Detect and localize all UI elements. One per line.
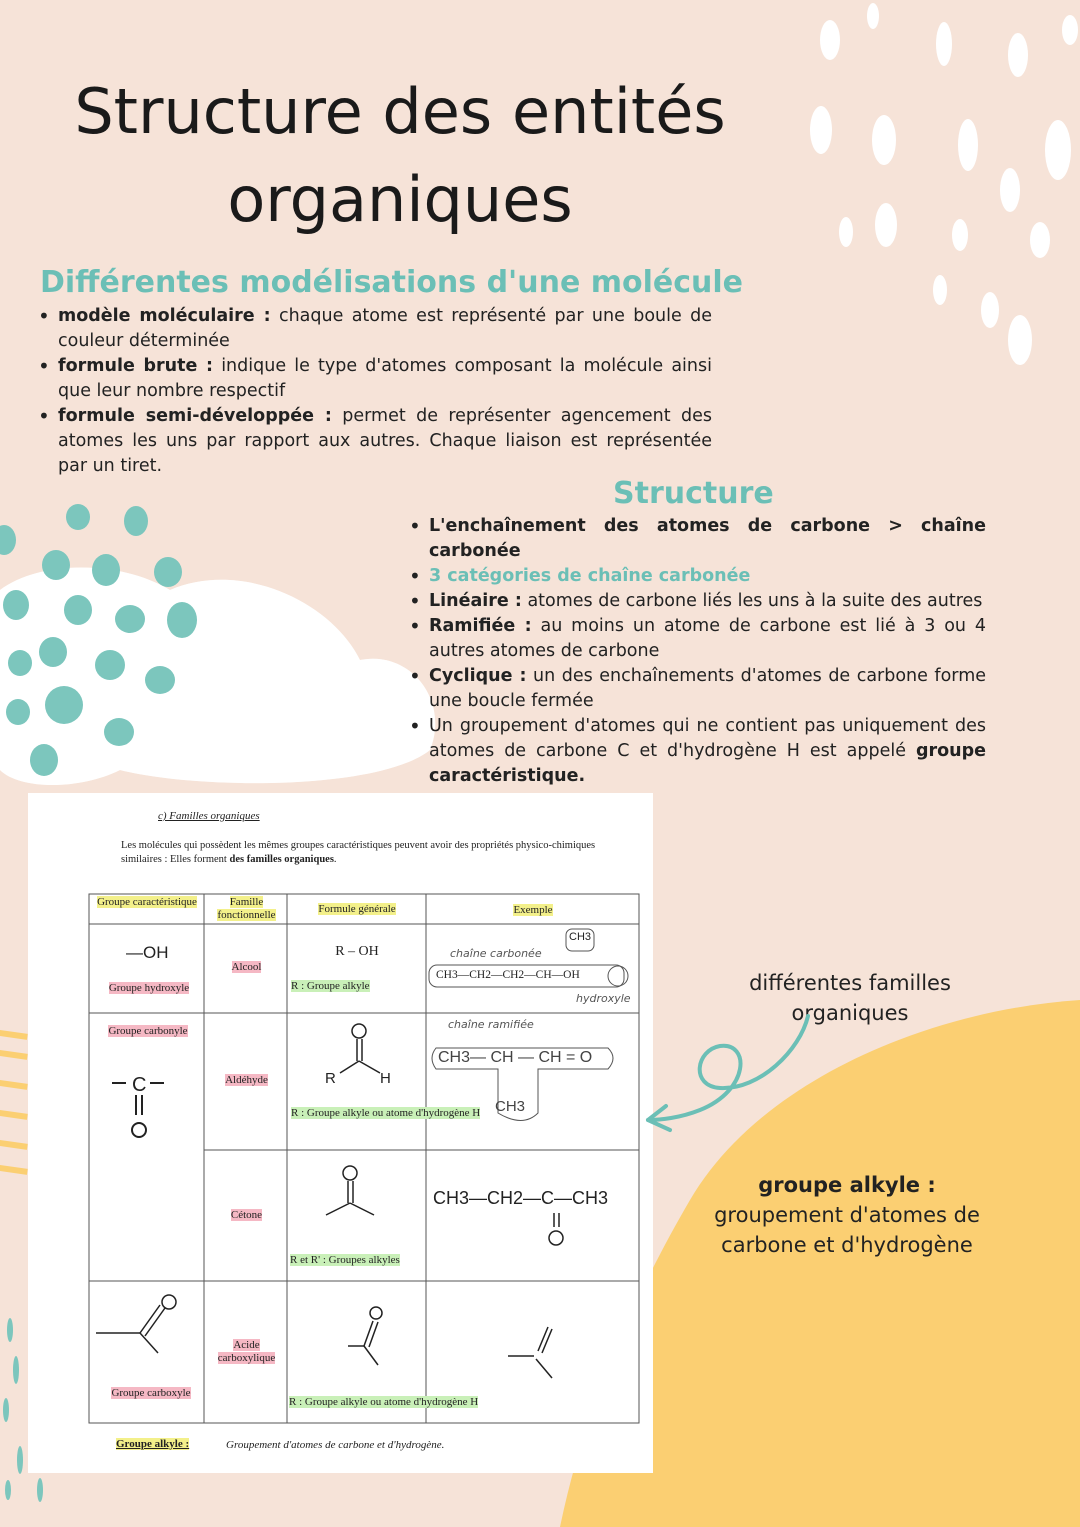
note-groupe-alkyle: groupe alkyle : groupement d'atomes de c… <box>714 1173 980 1257</box>
family-acide: Acide carboxylique <box>217 1339 276 1364</box>
section-heading-structure: Structure <box>613 476 774 511</box>
families-table-grid: C <box>88 893 640 1424</box>
list-item: Linéaire : atomes de carbone liés les un… <box>409 589 986 614</box>
arrow-icon <box>646 1014 810 1132</box>
title-line-2: organiques <box>227 163 573 236</box>
header-famille: Famille fonctionnelle <box>217 896 276 921</box>
group-oh: —OH <box>126 943 169 962</box>
list-item: Un groupement d'atomes qui ne contient p… <box>409 714 986 789</box>
family-aldehyde: Aldéhyde <box>225 1074 268 1086</box>
header-formule: Formule générale <box>318 903 396 915</box>
hand-note-chaine-carbonee: chaîne carbonée <box>450 947 542 960</box>
formula-note-cetone: R et R' : Groupes alkyles <box>290 1254 400 1266</box>
aldehyde-r: R <box>325 1070 336 1087</box>
formula-note-aldehyde: R : Groupe alkyle ou atome d'hydrogène H <box>291 1107 481 1119</box>
example-alcool: CH3—CH2—CH2—CH—OH <box>436 969 580 981</box>
sheet-footer-term: Groupe alkyle : <box>116 1438 190 1450</box>
aldehyde-h: H <box>380 1070 391 1087</box>
example-branch-ch3: CH3 <box>569 931 592 943</box>
svg-text:C: C <box>132 1074 146 1096</box>
modelisations-list: modèle moléculaire : chaque atome est re… <box>38 304 712 479</box>
group-hydroxyle: Groupe hydroxyle <box>108 982 190 994</box>
family-cetone: Cétone <box>230 1209 263 1221</box>
example-aldehyde-branch: CH3 <box>495 1098 526 1115</box>
sheet-heading: c) Familles organiques <box>158 810 260 822</box>
example-cetone: CH3—CH2—C—CH3 <box>433 1188 609 1208</box>
sheet-footer-text: Groupement d'atomes de carbone et d'hydr… <box>226 1439 445 1451</box>
organic-families-sheet: c) Familles organiques Les molécules qui… <box>28 793 653 1473</box>
page-title: Structure des entités organiques <box>0 68 800 244</box>
list-item: modèle moléculaire : chaque atome est re… <box>38 304 712 354</box>
list-item: 3 catégories de chaîne carbonée <box>409 564 986 589</box>
formula-alcool: R – OH <box>335 944 379 959</box>
hand-note-hydroxyle: hydroxyle <box>576 992 631 1005</box>
list-item: Ramifiée : au moins un atome de carbone … <box>409 614 986 664</box>
list-item: L'enchaînement des atomes de carbone > c… <box>409 514 986 564</box>
section-heading-modelisations: Différentes modélisations d'une molécule <box>40 265 744 300</box>
family-alcool: Alcool <box>231 961 262 973</box>
header-exemple: Exemple <box>513 904 553 916</box>
hand-note-chaine-ramifiee: chaîne ramifiée <box>448 1018 534 1031</box>
note-familles: différentes familles organiques <box>749 971 951 1025</box>
list-item: Cyclique : un des enchaînements d'atomes… <box>409 664 986 714</box>
list-item: formule semi-développée : permet de repr… <box>38 404 712 479</box>
list-item: formule brute : indique le type d'atomes… <box>38 354 712 404</box>
sheet-intro: Les molécules qui possèdent les mêmes gr… <box>121 840 596 865</box>
header-groupe: Groupe caractéristique <box>97 896 197 908</box>
group-carbonyle: Groupe carbonyle <box>108 1025 188 1037</box>
example-aldehyde: CH3— CH — CH = O <box>438 1049 593 1066</box>
title-line-1: Structure des entités <box>74 75 726 148</box>
formula-note-acide: R : Groupe alkyle ou atome d'hydrogène H <box>289 1396 479 1408</box>
formula-note-alcool: R : Groupe alkyle <box>291 980 370 992</box>
structure-list: L'enchaînement des atomes de carbone > c… <box>409 514 986 789</box>
group-carboxyle: Groupe carboxyle <box>111 1387 191 1399</box>
